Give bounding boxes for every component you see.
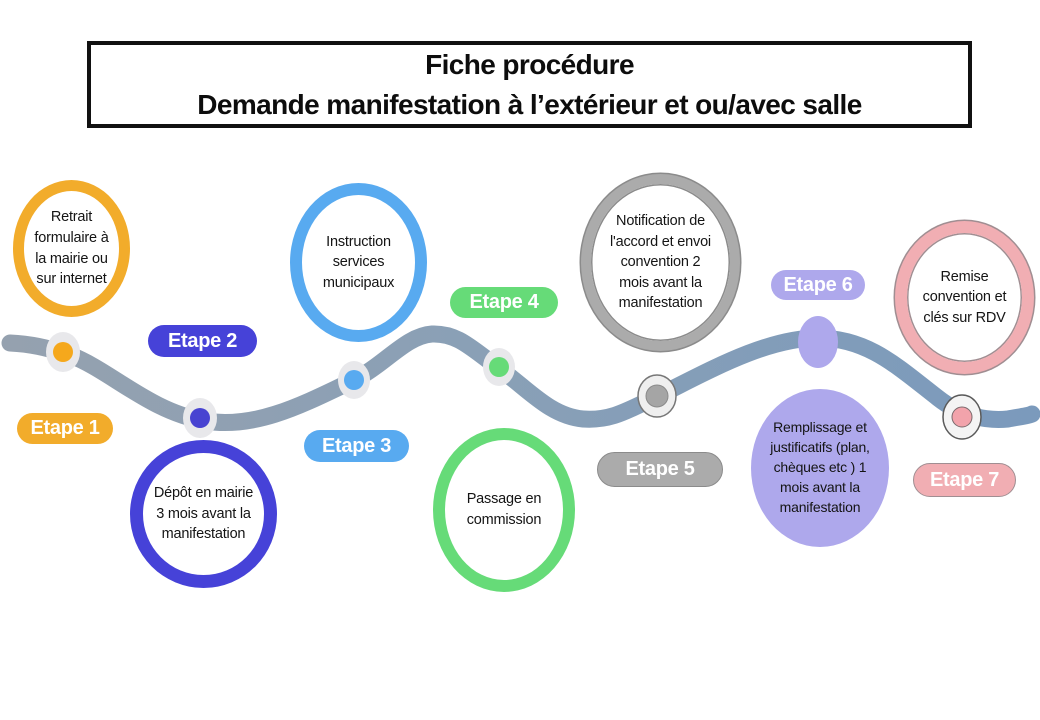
step-7-bubble: Remise convention et clés sur RDV <box>895 221 1034 374</box>
step-2-label-pill: Etape 2 <box>148 325 257 357</box>
step-5-text: Notification de l'accord et envoi conven… <box>610 213 711 312</box>
step-1-label-pill: Etape 1 <box>17 413 113 444</box>
timeline-marker-4-dot <box>489 357 509 377</box>
title-line-2: Demande manifestation à l’extérieur et o… <box>197 88 862 120</box>
step-1-text: Retrait formulaire à la mairie ou sur in… <box>34 209 109 288</box>
step-6-text: Remplissage et justificatifs (plan, chèq… <box>770 419 870 515</box>
step-5-bubble: Notification de l'accord et envoi conven… <box>581 174 740 351</box>
title-line-1: Fiche procédure <box>425 48 634 80</box>
step-4-label-pill: Etape 4 <box>450 287 558 318</box>
step-6-label-pill: Etape 6 <box>771 270 865 300</box>
timeline-marker-3-dot <box>344 370 364 390</box>
step-5-label-pill: Etape 5 <box>597 452 723 487</box>
timeline-marker-6-dot <box>798 316 838 368</box>
timeline-marker-2-dot <box>190 408 210 428</box>
timeline-marker-1-dot <box>53 342 73 362</box>
step-4-bubble: Passage en commission <box>433 428 575 592</box>
step-7-label-pill: Etape 7 <box>913 463 1016 497</box>
step-3-bubble: Instruction services municipaux <box>290 183 427 342</box>
step-7-text: Remise convention et clés sur RDV <box>922 268 1007 326</box>
step-6-bubble: Remplissage et justificatifs (plan, chèq… <box>751 389 889 547</box>
step-3-label-pill: Etape 3 <box>304 430 409 462</box>
step-3-text: Instruction services municipaux <box>322 233 395 291</box>
step-1-bubble: Retrait formulaire à la mairie ou sur in… <box>13 180 130 317</box>
timeline-marker-7-dot <box>951 406 973 428</box>
title-box: Fiche procédure Demande manifestation à … <box>87 41 972 128</box>
timeline-marker-5-dot <box>645 384 669 408</box>
step-4-text: Passage en commission <box>466 491 542 528</box>
step-2-text: Dépôt en mairie 3 mois avant la manifest… <box>153 485 254 543</box>
step-2-bubble: Dépôt en mairie 3 mois avant la manifest… <box>130 440 277 588</box>
